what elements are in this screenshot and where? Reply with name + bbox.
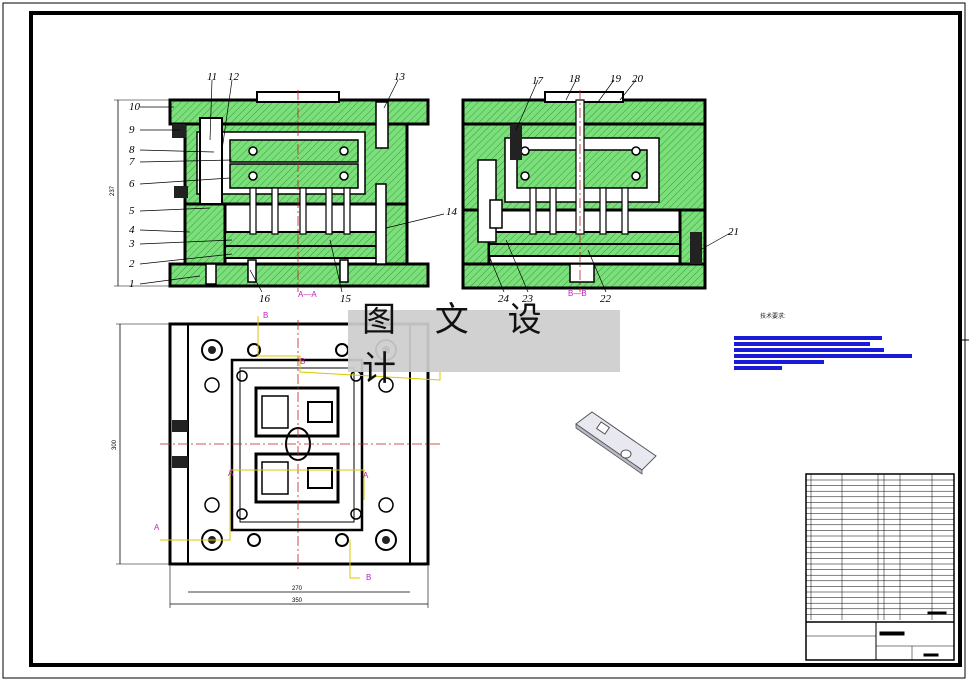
- svg-text:23: 23: [522, 293, 534, 305]
- svg-text:13: 13: [394, 71, 406, 83]
- svg-text:3: 3: [128, 238, 135, 250]
- svg-text:6: 6: [129, 178, 135, 190]
- svg-text:8: 8: [129, 144, 135, 156]
- svg-text:22: 22: [600, 293, 612, 305]
- callouts-section-aa: 1 2 3 4 5 6 7 8 9 10 11 12 13 14 15 16: [128, 71, 458, 305]
- svg-text:21: 21: [728, 226, 739, 238]
- svg-text:24: 24: [498, 293, 510, 305]
- watermark: 图 文 设 计: [348, 300, 620, 389]
- svg-text:2: 2: [129, 258, 135, 270]
- dim-plan-width-outer: 350: [292, 598, 303, 604]
- section-aa-view: 237 A—A: [110, 90, 430, 299]
- svg-text:15: 15: [340, 293, 352, 305]
- inner-border: [29, 11, 962, 667]
- svg-text:16: 16: [259, 293, 271, 305]
- svg-text:18: 18: [569, 73, 581, 85]
- callouts-section-bb: 17 18 19 20 21 22 23 24: [498, 73, 739, 305]
- svg-text:A: A: [154, 523, 160, 532]
- section-bb-view: B—B: [461, 90, 707, 298]
- svg-text:B: B: [263, 311, 268, 320]
- svg-text:A: A: [363, 471, 369, 480]
- dim-plan-height: 300: [112, 439, 118, 450]
- label-section-aa: A—A: [298, 290, 317, 299]
- svg-text:B: B: [366, 573, 371, 582]
- svg-text:4: 4: [129, 224, 135, 236]
- svg-text:7: 7: [129, 156, 135, 168]
- svg-text:10: 10: [129, 101, 141, 113]
- svg-text:19: 19: [610, 73, 622, 85]
- part-isometric: [575, 411, 657, 475]
- svg-text:B: B: [300, 357, 305, 366]
- svg-text:17: 17: [532, 75, 544, 87]
- svg-text:12: 12: [228, 71, 240, 83]
- svg-text:9: 9: [129, 124, 135, 136]
- parts-list-title-block: [805, 473, 955, 661]
- svg-text:20: 20: [632, 73, 644, 85]
- svg-text:5: 5: [129, 205, 135, 217]
- svg-text:1: 1: [129, 278, 135, 290]
- svg-text:A: A: [228, 469, 234, 478]
- svg-text:11: 11: [207, 71, 217, 83]
- label-section-bb: B—B: [568, 289, 587, 298]
- technical-requirements-text: [734, 336, 912, 370]
- technical-requirements-title: 技术要求:: [760, 314, 786, 320]
- dim-top-height: 237: [110, 185, 116, 196]
- svg-text:14: 14: [446, 206, 458, 218]
- dim-plan-width-inner: 270: [292, 586, 303, 592]
